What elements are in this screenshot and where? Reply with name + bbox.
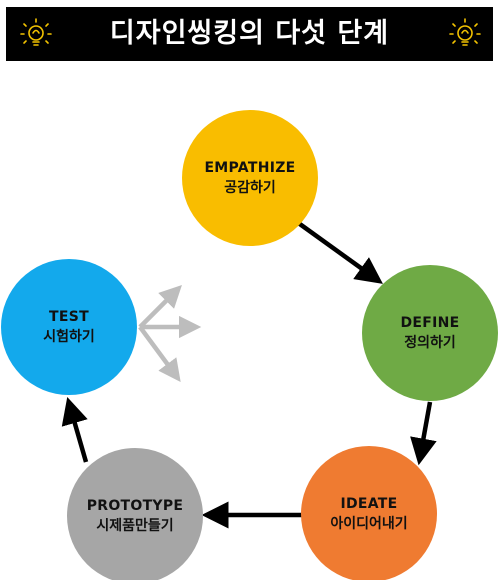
arrow-define-to-ideate [410,401,437,466]
lightbulb-icon [449,18,481,46]
stage-test-english: TEST [49,309,89,325]
test-branch-arrows [138,285,202,383]
title-bar: 디자인씽킹의 다섯 단계 [6,7,493,61]
page-title: 디자인씽킹의 다섯 단계 [109,18,390,49]
stage-ideate: IDEATE 아이디어내기 [301,446,437,580]
stage-prototype: PROTOTYPE 시제품만들기 [67,448,203,580]
arrow-prototype-to-test [61,397,89,463]
arrow-empathize-to-define [295,220,383,284]
stage-empathize-english: EMPATHIZE [204,160,296,176]
stage-empathize: EMPATHIZE 공감하기 [182,110,318,246]
stage-test-korean: 시험하기 [43,329,95,345]
stage-define-english: DEFINE [400,315,460,331]
stage-empathize-korean: 공감하기 [224,180,276,196]
stage-define: DEFINE 정의하기 [362,265,498,401]
test-branch-arrow-up [138,285,182,329]
stage-test: TEST 시험하기 [1,259,137,395]
stage-prototype-korean: 시제품만들기 [96,518,174,534]
lightbulb-icon [20,18,52,46]
stage-ideate-korean: 아이디어내기 [330,516,408,532]
test-branch-arrow-down [138,325,181,383]
stage-ideate-english: IDEATE [340,496,398,512]
stage-define-korean: 정의하기 [404,335,456,351]
stage-prototype-english: PROTOTYPE [86,498,184,514]
